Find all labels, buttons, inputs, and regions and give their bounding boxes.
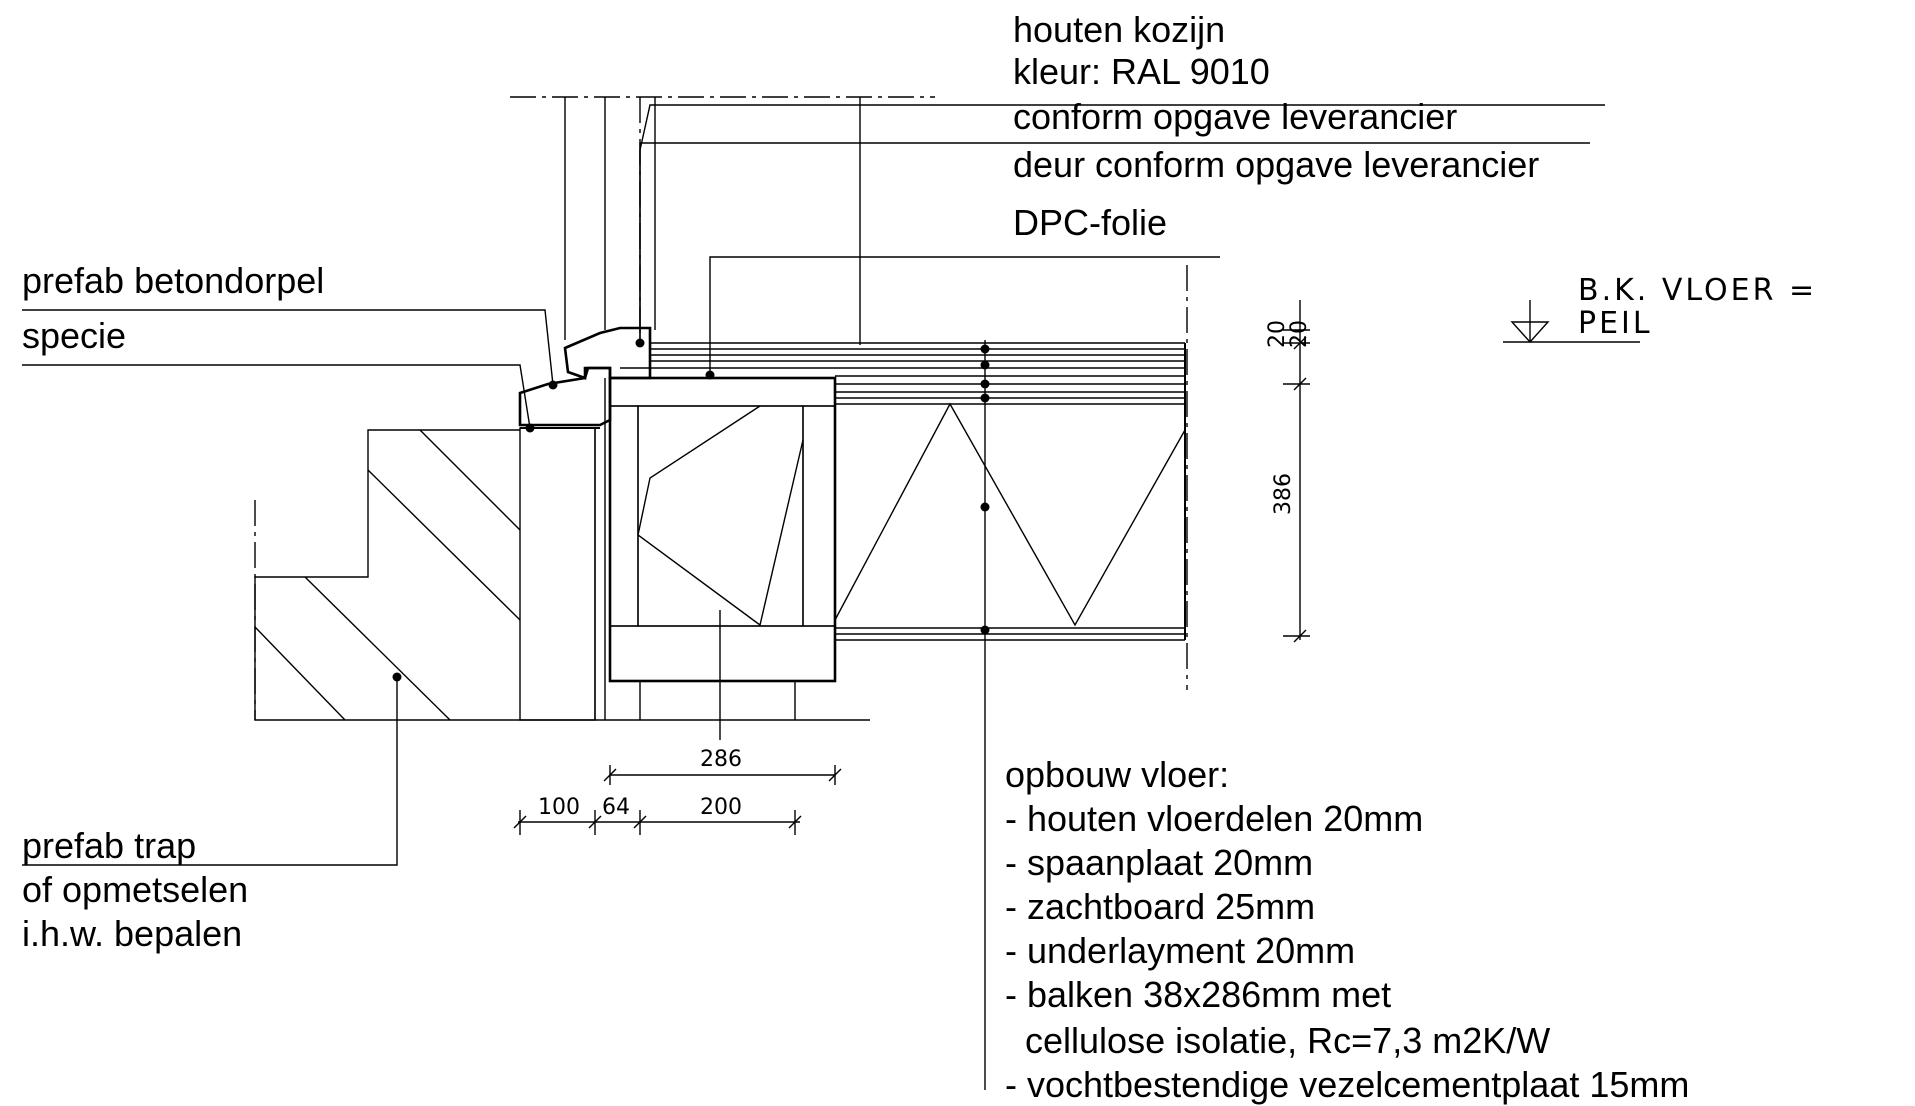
floor-layers [620, 342, 1186, 641]
connection-dots [392, 338, 990, 682]
level-line1: B.K. VLOER = [1578, 273, 1817, 308]
dim-100-label: 100 [538, 795, 580, 820]
dim-200-label: 200 [700, 795, 742, 820]
leader-lines [22, 104, 1605, 866]
insulation-zigzag [834, 402, 1186, 627]
callout-trap-3: i.h.w. bepalen [22, 913, 243, 954]
door-frame-lines [564, 97, 861, 345]
dim-386-label: 386 [1271, 473, 1296, 515]
concrete-threshold [518, 366, 612, 427]
floor-build-item: cellulose isolatie, Rc=7,3 m2K/W [1005, 1020, 1551, 1061]
beam-supports [639, 681, 796, 720]
frame-sill [563, 326, 652, 380]
floor-build-item: - zachtboard 25mm [1005, 886, 1316, 927]
dim-20b-label: 20 [1287, 320, 1312, 348]
level-marker: B.K. VLOER = PEIL [1503, 273, 1817, 344]
dimension-chain: 100 64 200 [513, 795, 802, 835]
dimension-286: 286 [603, 747, 842, 785]
rim-beam [608, 376, 837, 683]
callout-dpc: DPC-folie [1013, 202, 1168, 243]
floor-build-title: opbouw vloer: [1005, 754, 1230, 795]
callout-specie: specie [22, 315, 127, 356]
dimension-vertical: 20 20 386 [1265, 300, 1312, 643]
callout-dorpel: prefab betondorpel [22, 260, 325, 301]
floor-build-item: - spaanplaat 20mm [1005, 842, 1314, 883]
callout-kozijn-3: conform opgave leverancier [1013, 96, 1458, 137]
dim-286-label: 286 [700, 747, 742, 772]
floor-build-item: - balken 38x286mm met [1005, 974, 1392, 1015]
callout-deur: deur conform opgave leverancier [1013, 144, 1540, 185]
level-line2: PEIL [1578, 306, 1653, 341]
dim-64-label: 64 [602, 795, 630, 820]
floor-build-item: - houten vloerdelen 20mm [1005, 798, 1424, 839]
callout-trap-2: of opmetselen [22, 869, 249, 910]
callout-trap-1: prefab trap [22, 825, 197, 866]
callout-kozijn-1: houten kozijn [1013, 9, 1226, 50]
dim-20a-label: 20 [1265, 320, 1290, 348]
callout-kozijn-2: kleur: RAL 9010 [1013, 51, 1270, 92]
stair-block [254, 429, 520, 721]
floor-build-item: - vochtbestendige vezelcementplaat 15mm [1005, 1064, 1690, 1105]
floor-build-item: - underlayment 20mm [1005, 930, 1356, 971]
